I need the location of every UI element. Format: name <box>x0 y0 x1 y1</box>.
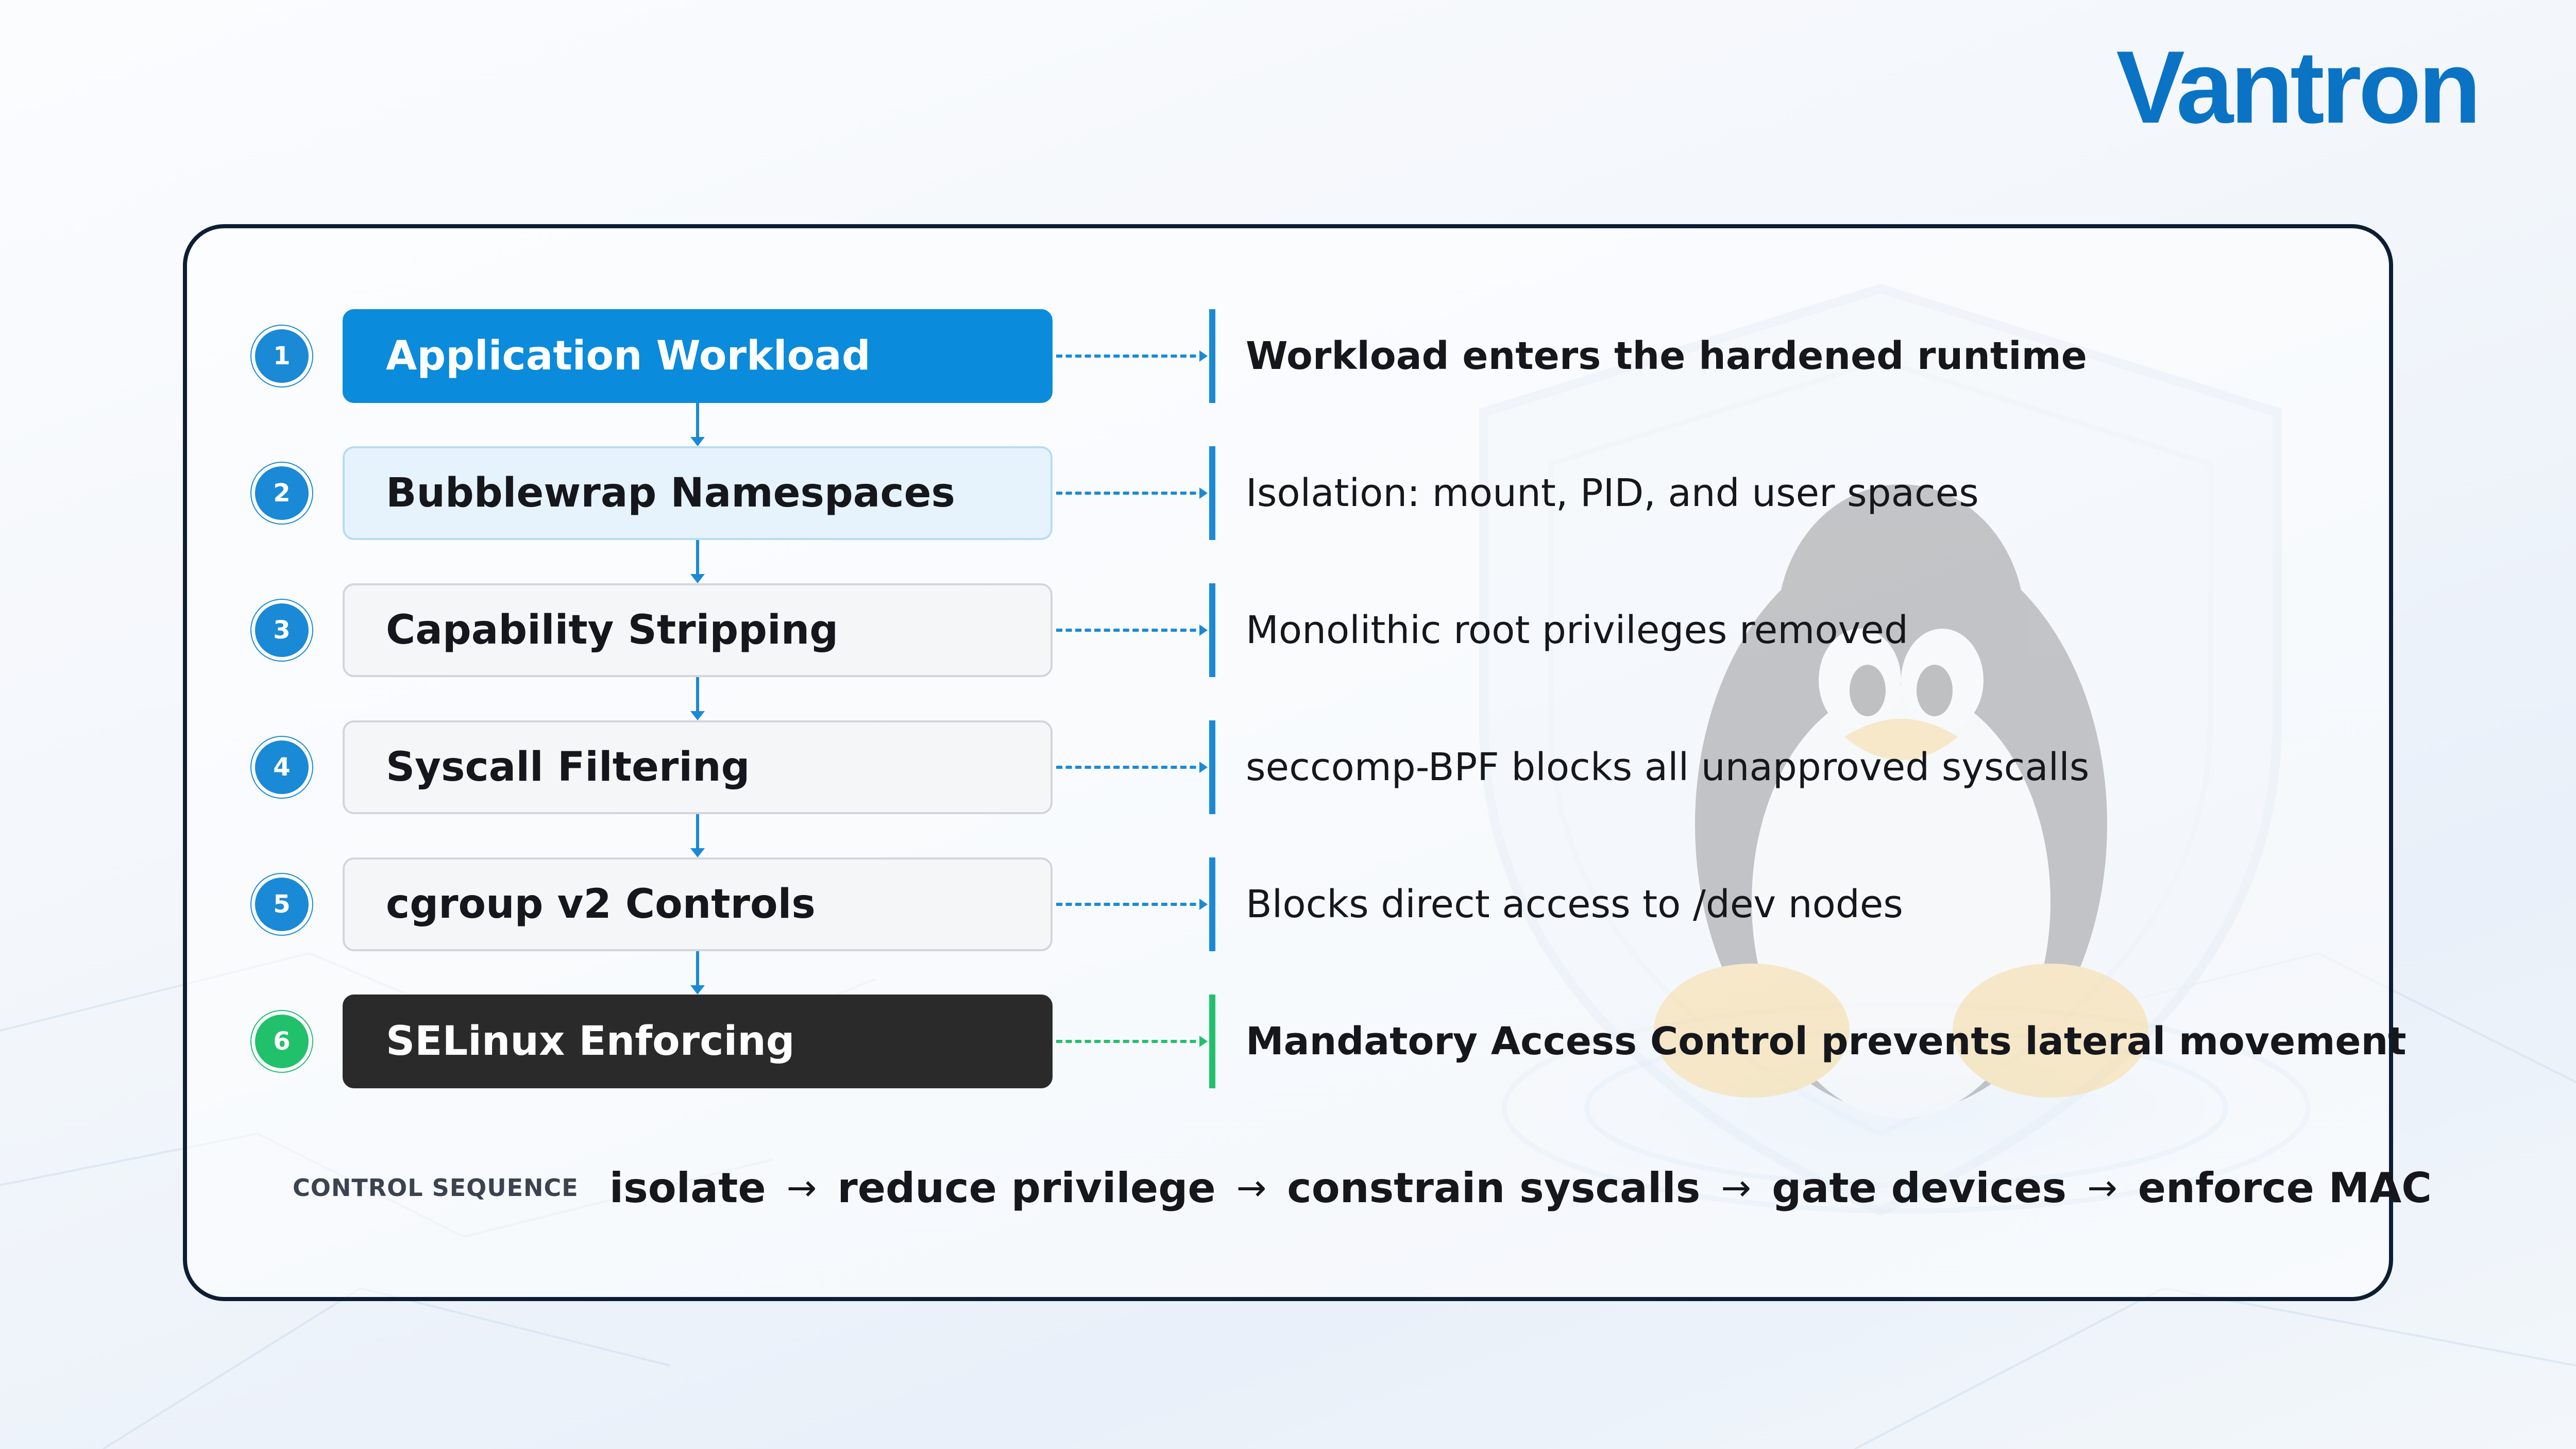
layer-box-cgroup-v2-controls: cgroup v2 Controls <box>343 857 1053 951</box>
description-bar-3 <box>1209 583 1215 677</box>
connector-dash-1 <box>1056 350 1208 362</box>
step-number-5: 5 <box>251 874 312 935</box>
description-bar-2 <box>1209 446 1215 540</box>
connector-dash-2 <box>1056 487 1208 499</box>
flow-arrow-2 <box>690 540 705 583</box>
connector-dash-6 <box>1056 1036 1208 1047</box>
control-sequence: CONTROL SEQUENCE isolate → reduce privil… <box>293 1149 2432 1226</box>
description-bar-1 <box>1209 309 1215 403</box>
description-bar-5 <box>1209 857 1215 951</box>
sequence-arrow-icon: → <box>1721 1167 1752 1209</box>
layer-description-3: Monolithic root privileges removed <box>1246 608 1908 652</box>
sequence-arrow-icon: → <box>1236 1167 1267 1209</box>
step-number-4: 4 <box>251 737 312 798</box>
layer-box-bubblewrap-namespaces: Bubblewrap Namespaces <box>343 446 1053 540</box>
layer-box-application-workload: Application Workload <box>343 309 1053 403</box>
flow-arrow-3 <box>690 677 705 720</box>
connector-dash-3 <box>1056 625 1208 636</box>
description-bar-4 <box>1209 720 1215 814</box>
description-bar-6 <box>1209 995 1215 1088</box>
sequence-step-reduce-privilege: reduce privilege <box>837 1164 1216 1212</box>
sequence-step-constrain-syscalls: constrain syscalls <box>1287 1164 1701 1212</box>
sequence-step-enforce-mac: enforce MAC <box>2138 1164 2432 1212</box>
sequence-arrow-icon: → <box>786 1167 817 1209</box>
sequence-arrow-icon: → <box>2087 1167 2117 1209</box>
layer-box-syscall-filtering: Syscall Filtering <box>343 720 1053 814</box>
sequence-step-gate-devices: gate devices <box>1772 1164 2067 1212</box>
connector-dash-5 <box>1056 899 1208 910</box>
step-number-1: 1 <box>251 326 312 386</box>
step-number-3: 3 <box>251 600 312 661</box>
layer-description-6: Mandatory Access Control prevents latera… <box>1246 1019 2406 1064</box>
flow-arrow-1 <box>690 403 705 446</box>
step-number-2: 2 <box>251 463 312 524</box>
layer-description-4: seccomp-BPF blocks all unapproved syscal… <box>1246 745 2090 789</box>
flow-arrow-4 <box>690 814 705 857</box>
layer-description-5: Blocks direct access to /dev nodes <box>1246 882 1903 926</box>
connector-dash-4 <box>1056 762 1208 773</box>
layer-box-capability-stripping: Capability Stripping <box>343 583 1053 677</box>
layer-box-selinux-enforcing: SELinux Enforcing <box>343 995 1053 1088</box>
vantron-logo: Vantron <box>2116 30 2481 145</box>
flow-arrow-5 <box>690 951 705 995</box>
sequence-step-isolate: isolate <box>609 1164 766 1212</box>
step-number-6: 6 <box>251 1011 312 1072</box>
layer-description-2: Isolation: mount, PID, and user spaces <box>1246 471 1979 515</box>
layer-description-1: Workload enters the hardened runtime <box>1246 334 2087 378</box>
control-sequence-label: CONTROL SEQUENCE <box>293 1174 579 1202</box>
